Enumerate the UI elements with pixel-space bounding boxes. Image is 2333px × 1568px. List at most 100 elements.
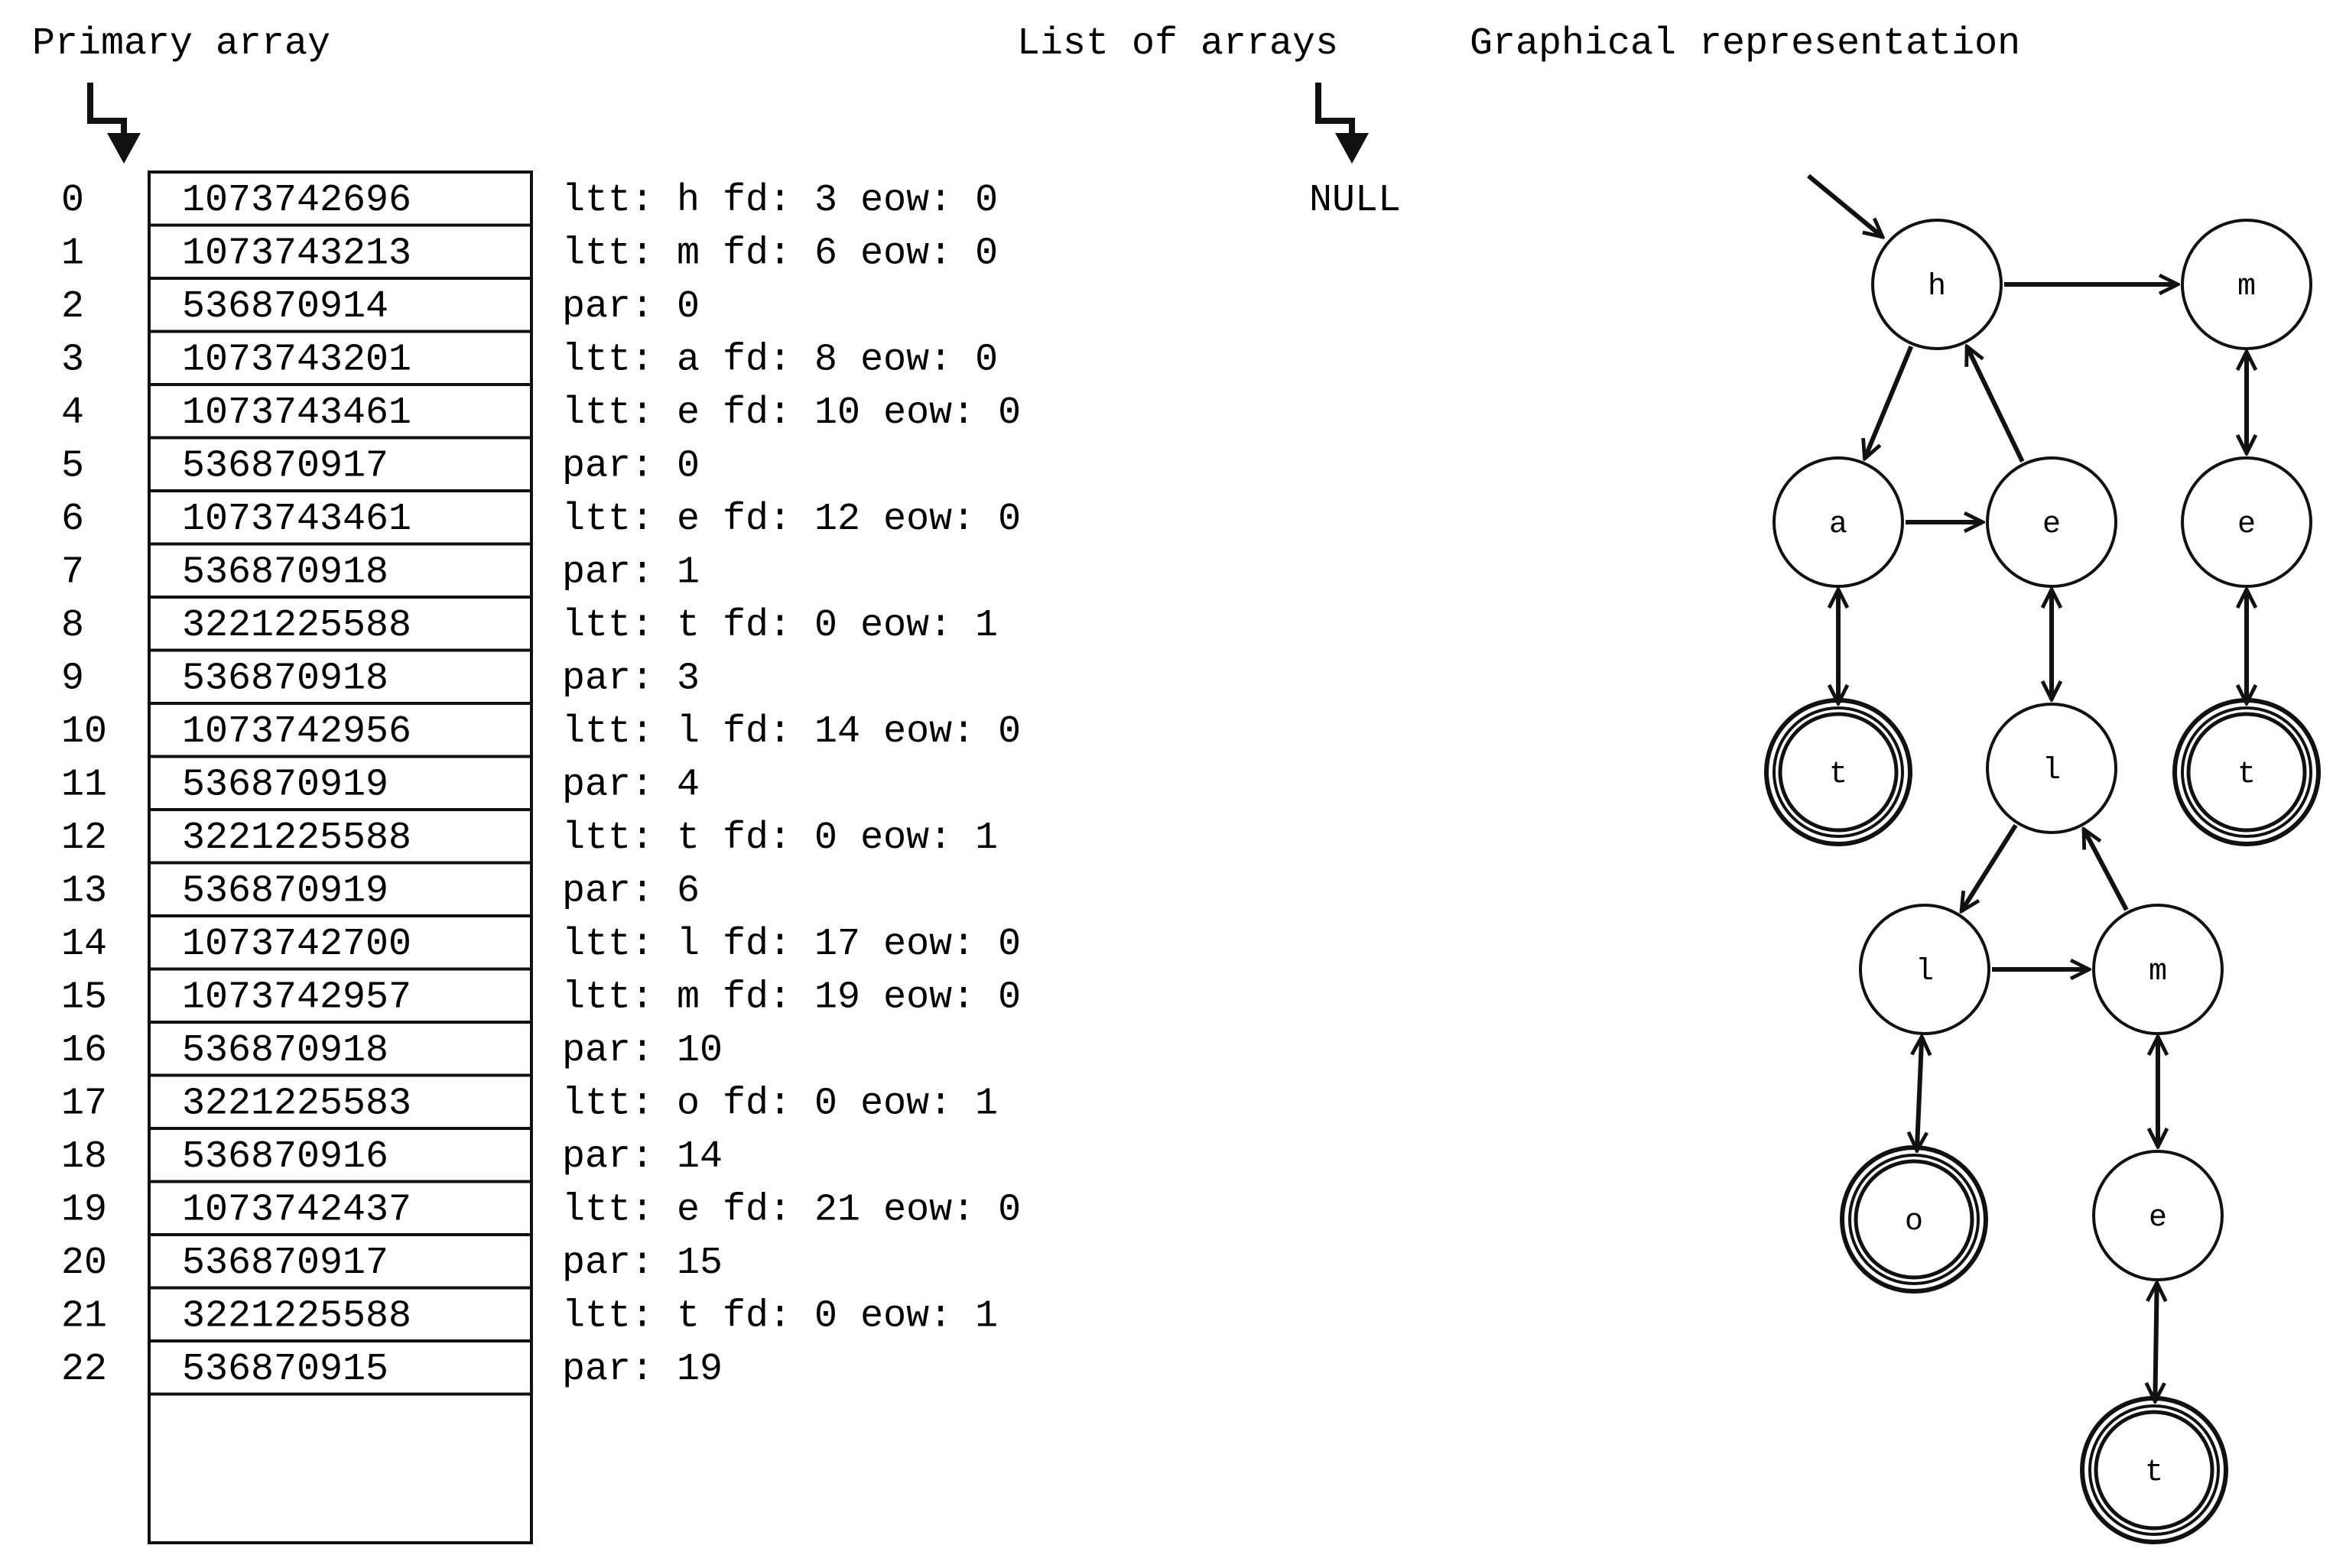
array-index: 13 xyxy=(61,870,107,914)
node-terminal-ring xyxy=(1764,698,1912,846)
list-of-arrays-heading: List of arrays xyxy=(1017,22,1338,66)
array-cell-description: par: 0 xyxy=(562,285,700,329)
array-index: 14 xyxy=(61,923,107,966)
array-cell-value: 1073743461 xyxy=(182,498,411,541)
array-index: 2 xyxy=(61,285,84,329)
array-index: 17 xyxy=(61,1083,107,1126)
array-cell-value: 536870914 xyxy=(182,285,388,329)
array-index: 21 xyxy=(61,1295,107,1339)
array-cell-description: ltt: m fd: 19 eow: 0 xyxy=(562,976,1021,1020)
node-terminal-inner-ring xyxy=(2186,712,2307,833)
graph-edge-arrow xyxy=(1967,346,2025,463)
graph-edge-arrow xyxy=(1961,823,2018,911)
node-circle xyxy=(2181,706,2312,838)
array-index: 4 xyxy=(61,391,84,435)
node-circle xyxy=(1848,1154,1980,1285)
array-cell-value: 1073742437 xyxy=(182,1189,411,1232)
graph-node: m xyxy=(2181,219,2312,350)
graph-node: a xyxy=(1772,456,1904,588)
array-cell-value: 536870918 xyxy=(182,551,388,595)
list-of-arrays-null: NULL xyxy=(1309,179,1401,222)
array-cell-value: 536870919 xyxy=(182,764,388,807)
array-cell-description: par: 14 xyxy=(562,1135,723,1179)
array-index: 8 xyxy=(61,604,84,648)
array-cell-value: 536870918 xyxy=(182,657,388,701)
graph-node-label: t xyxy=(2237,758,2256,792)
array-index: 5 xyxy=(61,445,84,489)
graph-node: e xyxy=(2092,1150,2224,1281)
array-cell-value: 3221225583 xyxy=(182,1083,411,1126)
array-cell-description: ltt: o fd: 0 eow: 1 xyxy=(562,1083,998,1126)
graph-node: e xyxy=(2181,456,2312,588)
node-circle xyxy=(2092,904,2224,1035)
node-circle xyxy=(2088,1404,2220,1536)
primary-array-heading: Primary array xyxy=(32,22,330,66)
array-cell-value: 1073742957 xyxy=(182,976,411,1020)
array-cell-description: par: 10 xyxy=(562,1029,723,1073)
array-index: 22 xyxy=(61,1348,107,1391)
array-cell-description: par: 15 xyxy=(562,1242,723,1285)
array-cell-value: 3221225588 xyxy=(182,1295,411,1339)
array-cell-description: par: 6 xyxy=(562,870,700,914)
node-circle xyxy=(1772,706,1904,838)
array-cell-value: 3221225588 xyxy=(182,604,411,648)
array-index: 20 xyxy=(61,1242,107,1285)
graph-node-label: h xyxy=(1928,270,1946,304)
graphical-representation-heading: Graphical representation xyxy=(1470,22,2020,66)
graph-node-label: l xyxy=(1915,955,1934,989)
graph-edge-double-arrow xyxy=(1917,1037,1922,1151)
array-index: 19 xyxy=(61,1189,107,1232)
array-index: 9 xyxy=(61,657,84,701)
array-index: 10 xyxy=(61,710,107,754)
node-terminal-inner-ring xyxy=(1778,712,1899,833)
graph-node: l xyxy=(1986,703,2117,834)
array-cell-description: par: 3 xyxy=(562,657,700,701)
array-index: 12 xyxy=(61,816,107,860)
node-terminal-inner-ring xyxy=(2094,1410,2214,1531)
graph-node: e xyxy=(1986,456,2117,588)
node-circle xyxy=(1986,456,2117,588)
array-index: 18 xyxy=(61,1135,107,1179)
array-index: 7 xyxy=(61,551,84,595)
array-cell-description: ltt: e fd: 10 eow: 0 xyxy=(562,391,1021,435)
graph-node-terminal: o xyxy=(1840,1145,1988,1294)
array-index: 1 xyxy=(61,232,84,276)
graph-edge-arrow xyxy=(2081,829,2129,911)
graph-node-label: e xyxy=(2042,508,2061,542)
array-cell-value: 536870917 xyxy=(182,445,388,489)
array-cell-description: ltt: t fd: 0 eow: 1 xyxy=(562,816,998,860)
node-terminal-ring xyxy=(1840,1145,1988,1294)
graph-node-terminal: t xyxy=(2172,698,2321,846)
array-index: 11 xyxy=(61,764,107,807)
graph-node-label: e xyxy=(2149,1201,2167,1235)
graph-edges xyxy=(1807,174,2247,1401)
array-index: 16 xyxy=(61,1029,107,1073)
array-cell-value: 536870919 xyxy=(182,870,388,914)
array-cell-value: 3221225588 xyxy=(182,816,411,860)
graph-node-label: a xyxy=(1829,508,1847,542)
array-outline xyxy=(148,170,533,1544)
graph-node-terminal: t xyxy=(2080,1396,2228,1544)
array-cell-description: ltt: e fd: 12 eow: 0 xyxy=(562,498,1021,541)
graph-node-label: l xyxy=(2042,754,2061,788)
array-cell-value: 536870917 xyxy=(182,1242,388,1285)
array-cell-value: 536870918 xyxy=(182,1029,388,1073)
node-terminal-inner-ring xyxy=(1854,1159,1974,1280)
graph-node-label: t xyxy=(2145,1456,2163,1490)
list-of-arrays-pointer-icon xyxy=(1315,83,1369,164)
array-cell-description: ltt: h fd: 3 eow: 0 xyxy=(562,179,998,222)
array-cell-description: ltt: m fd: 6 eow: 0 xyxy=(562,232,998,276)
node-circle xyxy=(2092,1150,2224,1281)
array-index: 3 xyxy=(61,339,84,382)
graph-node: m xyxy=(2092,904,2224,1035)
array-cell-value: 536870915 xyxy=(182,1348,388,1391)
node-terminal-ring xyxy=(2080,1396,2228,1544)
node-circle xyxy=(2181,219,2312,350)
array-cell-description: ltt: a fd: 8 eow: 0 xyxy=(562,339,998,382)
array-cell-description: ltt: t fd: 0 eow: 1 xyxy=(562,604,998,648)
node-terminal-ring xyxy=(2172,698,2321,846)
array-cell-description: ltt: t fd: 0 eow: 1 xyxy=(562,1295,998,1339)
